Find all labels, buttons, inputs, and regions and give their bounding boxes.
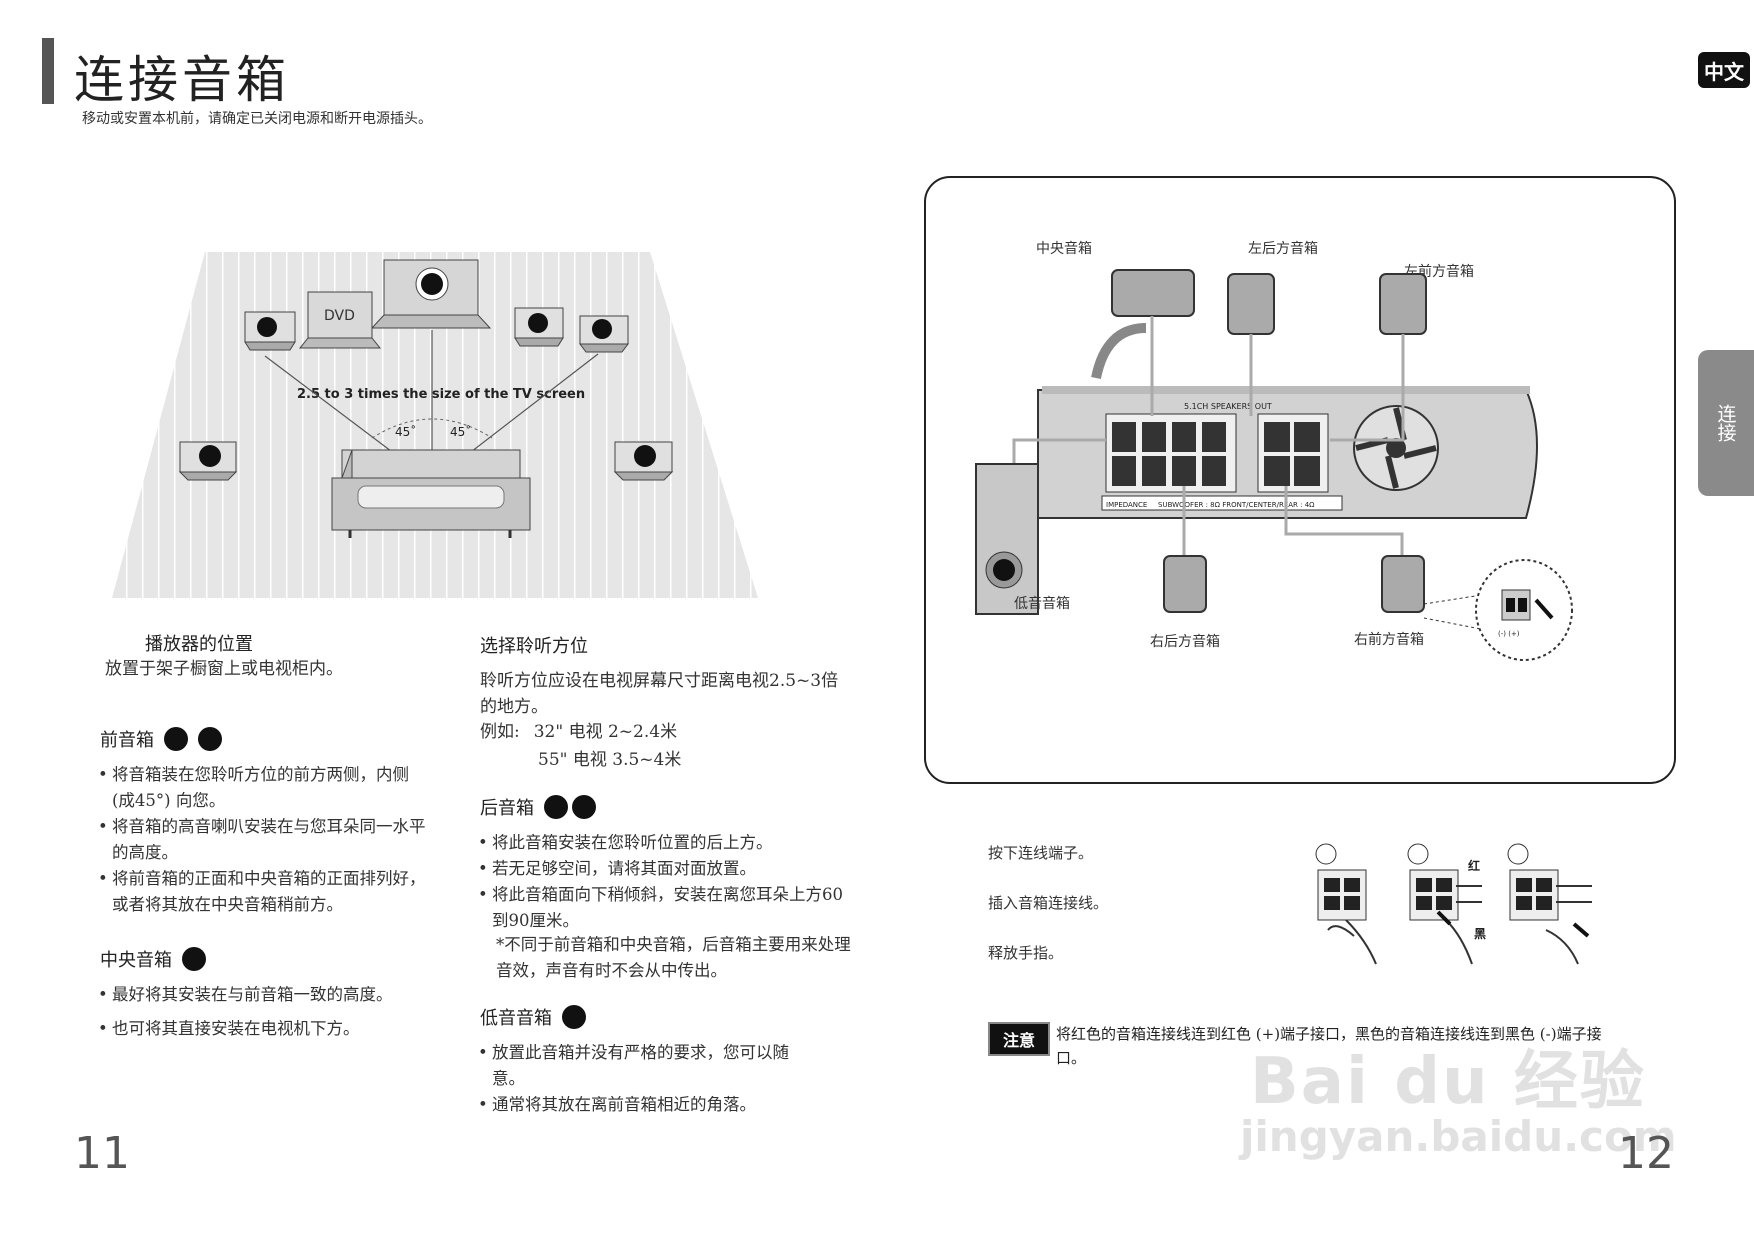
distance-label: 2.5 to 3 times the size of the TV screen: [297, 387, 585, 402]
list-item: 也可将其直接安装在电视机下方。: [98, 1016, 438, 1042]
rear-star-note: *不同于前音箱和中央音箱，后音箱主要用来处理音效，声音有时不会从中传出。: [496, 935, 851, 980]
black-wire-label: 黑: [1474, 927, 1486, 941]
listening-position-text: 聆听方位应设在电视屏幕尺寸距离电视2.5~3倍的地方。: [480, 671, 839, 717]
angle-right-label: 45˚: [450, 424, 471, 439]
center-speaker-title: 中央音箱: [100, 946, 206, 972]
step-2-text: 插入音箱连接线。: [988, 894, 1109, 912]
rear-speakers-title: 后音箱: [480, 794, 596, 820]
subwoofer-box: [975, 463, 1039, 615]
speaker-dot-icon: [182, 947, 206, 971]
dvd-player: DVD: [298, 291, 382, 349]
rear-right-speaker-box: [1163, 555, 1207, 613]
speaker-dot-icon: [198, 727, 222, 751]
player-position-text: 放置于架子橱窗上或电视柜内。: [105, 659, 343, 679]
polarity-label: (-) (+): [1498, 630, 1520, 638]
list-item: 将此音箱面向下稍倾斜，安装在离您耳朵上方60到90厘米。: [478, 882, 858, 934]
page-subtitle: 移动或安置本机前，请确定已关闭电源和断开电源插头。: [82, 111, 432, 127]
title-accent-bar: [42, 38, 54, 104]
baidu-watermark-url: jingyan.baidu.com: [1240, 1112, 1677, 1161]
center-speaker-label: 中央音箱: [1036, 240, 1092, 257]
center-speaker-list: 最好将其安装在与前音箱一致的高度。 也可将其直接安装在电视机下方。: [98, 982, 438, 1042]
list-item: 将前音箱的正面和中央音箱的正面排列好，或者将其放在中央音箱稍前方。: [98, 866, 428, 918]
front-right-speaker-box: [1381, 555, 1425, 613]
listening-position-title: 选择聆听方位: [480, 636, 588, 657]
list-item: 将音箱的高音喇叭安装在与您耳朵同一水平的高度。: [98, 814, 428, 866]
list-item: 将音箱装在您聆听方位的前方两侧，内侧(成45°) 向您。: [98, 762, 428, 814]
rear-left-speaker: [178, 441, 238, 481]
rear-left-speaker-box: [1227, 273, 1275, 335]
impedance-label: IMPEDANCE: [1106, 501, 1147, 509]
example-block: 例如: 32" 电视 2~2.4米 55" 电视 3.5~4米: [480, 718, 681, 774]
player-position-title: 播放器的位置: [145, 634, 253, 655]
front-right-label: 右前方音箱: [1354, 631, 1424, 648]
section-side-tab: 连接: [1698, 350, 1754, 496]
page-number-left: 11: [74, 1128, 130, 1179]
rear-left-label: 左后方音箱: [1248, 240, 1318, 257]
front-left-speaker-box: [1379, 273, 1427, 335]
front-speakers-title: 前音箱: [100, 726, 222, 752]
example-label: 例如:: [480, 722, 520, 742]
speaker-dot-icon: [544, 795, 568, 819]
panel-title-label: 5.1CH SPEAKERS OUT: [1184, 402, 1272, 411]
list-item: 通常将其放在离前音箱相近的角落。: [478, 1092, 818, 1118]
speaker-dot-icon: [562, 1005, 586, 1029]
page-title: 连接音箱: [74, 51, 290, 109]
page-number-right: 12: [1618, 1128, 1674, 1179]
step-3-marker: [1507, 843, 1529, 865]
step-2-marker: [1407, 843, 1429, 865]
center-speaker-box: [1111, 269, 1195, 317]
dvd-label: DVD: [324, 308, 355, 324]
rear-right-speaker: [613, 441, 674, 481]
wiring-diagram: 中央音箱 左后方音箱 左前方音箱 5.1CH SPEAKERS OUT IMPE…: [975, 240, 1573, 661]
tv-box: [370, 259, 492, 329]
speaker-dot-icon: [572, 795, 596, 819]
angle-left-label: 45˚: [395, 424, 416, 439]
step-1-text: 按下连线端子。: [988, 844, 1094, 862]
speaker-dot-icon: [164, 727, 188, 751]
list-item: 放置此音箱并没有严格的要求，您可以随意。: [478, 1040, 818, 1092]
example-item: 55" 电视 3.5~4米: [538, 750, 682, 770]
terminal-steps-illustration: 红 黑: [1315, 843, 1592, 965]
rear-right-label: 右后方音箱: [1150, 633, 1220, 650]
front-right-outer-speaker: [579, 315, 629, 353]
example-item: 32" 电视 2~2.4米: [533, 722, 678, 742]
subwoofer-title: 低音音箱: [480, 1004, 586, 1030]
front-right-speaker: [514, 307, 564, 347]
list-item: 将此音箱安装在您聆听位置的后上方。: [478, 830, 858, 856]
front-speakers-list: 将音箱装在您聆听方位的前方两侧，内侧(成45°) 向您。 将音箱的高音喇叭安装在…: [98, 762, 428, 918]
note-badge: 注意: [988, 1022, 1050, 1056]
step-1-marker: [1315, 843, 1337, 865]
note-text: 将红色的音箱连接线连到红色 (+)端子接口，黑色的音箱连接线连到黑色 (-)端子…: [1056, 1025, 1602, 1067]
language-badge: 中文: [1698, 52, 1750, 88]
sofa: [331, 449, 531, 538]
step-3-text: 释放手指。: [988, 944, 1064, 962]
baidu-watermark: Bai du 经验: [1250, 1045, 1646, 1119]
red-wire-label: 红: [1468, 858, 1480, 873]
room-layout-diagram: DVD 2.5 to 3 times the size of the TV sc…: [112, 252, 758, 598]
subwoofer-label: 低音音箱: [1014, 595, 1070, 612]
rear-speakers-list: 将此音箱安装在您聆听位置的后上方。 若无足够空间，请将其面对面放置。 将此音箱面…: [478, 830, 858, 934]
impedance-text: SUBWOOFER : 8Ω FRONT/CENTER/REAR : 4Ω: [1158, 501, 1315, 509]
list-item: 最好将其安装在与前音箱一致的高度。: [98, 982, 438, 1008]
list-item: 若无足够空间，请将其面对面放置。: [478, 856, 858, 882]
subwoofer-list: 放置此音箱并没有严格的要求，您可以随意。 通常将其放在离前音箱相近的角落。: [478, 1040, 818, 1118]
front-left-speaker: [244, 311, 296, 351]
